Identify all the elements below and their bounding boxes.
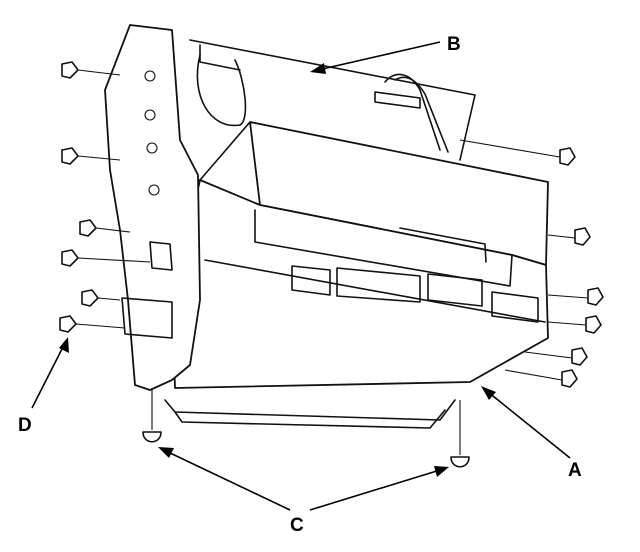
callout-leaders xyxy=(31,41,571,511)
callout-c: C xyxy=(290,515,304,536)
left-bolts xyxy=(59,61,151,333)
callout-a: A xyxy=(568,460,582,481)
rear-bracket xyxy=(164,39,476,429)
side-bracket xyxy=(104,24,201,391)
callout-b: B xyxy=(447,34,461,55)
tapping-screws xyxy=(142,388,470,468)
audio-unit xyxy=(171,121,549,389)
right-bolts xyxy=(459,139,604,388)
callout-d: D xyxy=(18,415,32,436)
